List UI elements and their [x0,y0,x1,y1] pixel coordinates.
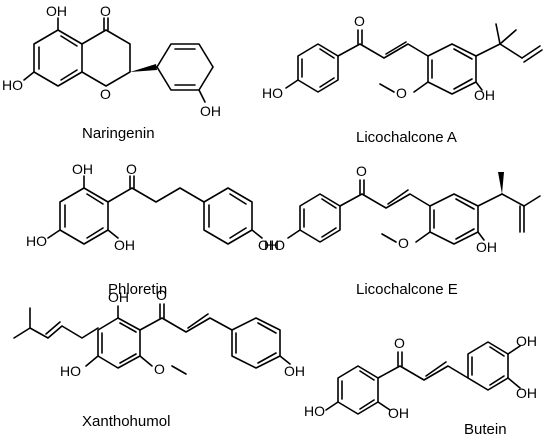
naringenin-ho-left: HO [2,77,23,93]
licochalcone-a-methoxy-o: O [396,85,407,101]
licochalcone-a-structure [285,23,543,95]
xanthohumol-oh-right: OH [284,363,305,379]
licochalcone-e-ho-left: HO [264,237,285,253]
xanthohumol-methoxy-o: O [154,361,165,377]
butein-oh-bottom: OH [388,405,409,421]
licochalcone-e-oh-right: OH [476,239,497,255]
phloretin-carbonyl-o: O [126,161,137,177]
naringenin-name: Naringenin [82,125,155,142]
naringenin-oh-right: OH [200,103,221,119]
naringenin-oh-top: OH [46,3,67,19]
xanthohumol-name: Xanthohumol [82,413,170,430]
phloretin-structure [47,175,263,245]
licochalcone-e-methoxy-o: O [398,235,409,251]
licochalcone-a-oh-right: OH [474,87,495,103]
licochalcone-e-carbonyl-o: O [356,163,367,179]
butein-structure [325,341,521,415]
butein-ho-left: HO [304,403,325,419]
xanthohumol-structure [13,303,291,375]
naringenin-structure [23,17,214,103]
licochalcone-a-ho-left: HO [262,85,283,101]
licochalcone-e-name: Licochalcone E [356,281,458,298]
phloretin-oh-bottom: OH [114,237,135,253]
licochalcone-a-carbonyl-o: O [354,13,365,29]
xanthohumol-carbonyl-o: O [156,287,167,303]
naringenin-ring-o: O [100,86,111,102]
butein-oh-bottom-right: OH [516,385,537,401]
phloretin-oh-top: OH [72,161,93,177]
butein-oh-top-right: OH [516,333,537,349]
phloretin-ho-left: HO [26,233,47,249]
butein-carbonyl-o: O [394,335,405,351]
butein-name: Butein [464,421,507,438]
phloretin-oh-right: OH [258,237,279,253]
naringenin-carbonyl-o: O [100,3,111,19]
phloretin-name: Phloretin [108,281,167,298]
xanthohumol-ho-left: HO [60,363,81,379]
licochalcone-a-name: Licochalcone A [356,129,457,146]
licochalcone-e-structure [287,172,541,245]
xanthohumol-oh-top: OH [108,289,129,305]
